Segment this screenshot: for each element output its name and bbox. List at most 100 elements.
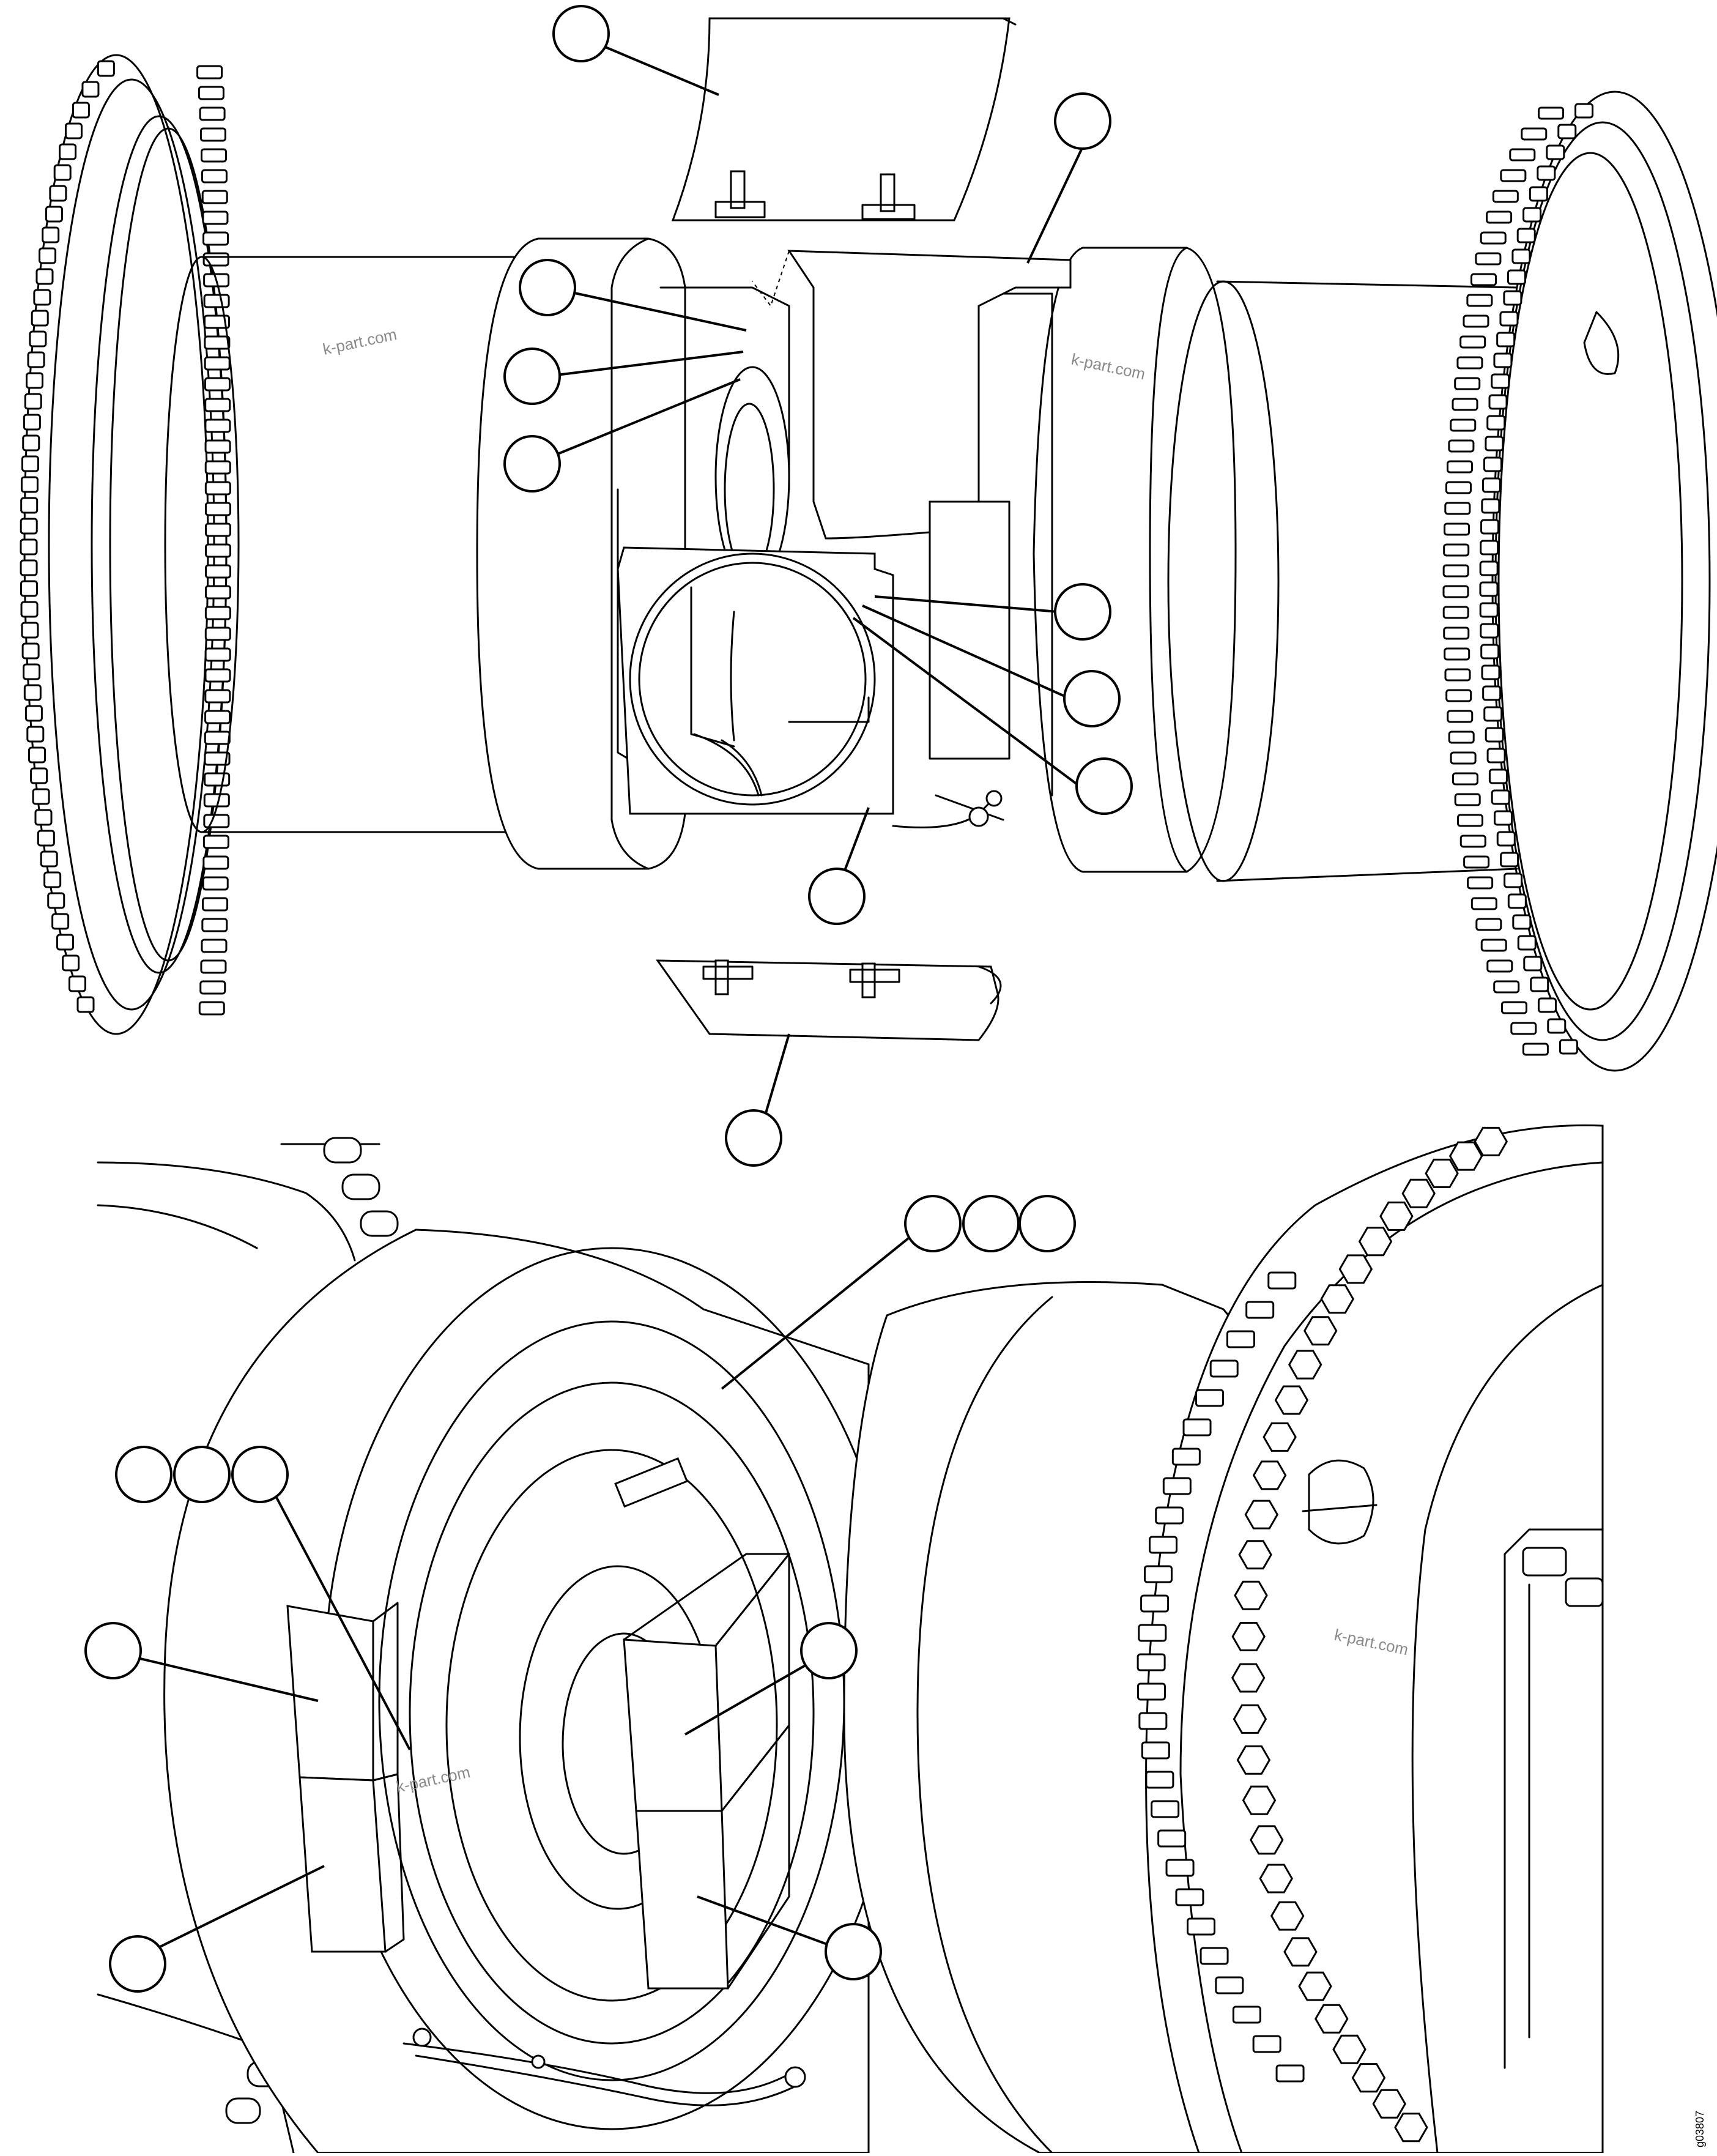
gear-tooth	[1444, 668, 1471, 682]
gear-tooth	[201, 918, 228, 932]
gear-tooth	[202, 876, 229, 891]
hex-bolt	[1332, 2034, 1367, 2064]
hex-bolt	[1283, 1937, 1318, 1967]
gear-tooth	[1232, 2005, 1261, 2024]
hex-bolt	[1244, 1500, 1279, 1530]
hex-bolt	[1351, 2063, 1386, 2093]
gear-tooth	[62, 954, 80, 972]
gear-tooth	[1488, 768, 1508, 784]
gear-tooth	[1252, 2035, 1281, 2053]
gear-tooth	[1442, 585, 1469, 598]
gear-tooth	[1143, 1565, 1173, 1583]
gear-tooth	[25, 372, 43, 389]
gear-tooth	[202, 210, 229, 225]
gear-tooth	[1507, 269, 1526, 285]
latch-icon	[861, 173, 916, 220]
gear-tooth	[21, 622, 39, 639]
gear-tooth	[39, 247, 57, 264]
gear-tooth	[1463, 855, 1490, 869]
gear-tooth	[1444, 522, 1470, 536]
gear-tooth	[1275, 2064, 1305, 2083]
gear-tooth	[1500, 169, 1527, 182]
gear-tooth	[1442, 564, 1469, 578]
gear-tooth	[204, 418, 231, 433]
gear-tooth	[37, 830, 55, 847]
gear-tooth	[20, 518, 38, 535]
gear-tooth	[1470, 897, 1497, 910]
gear-tooth	[1444, 647, 1470, 661]
gear-tooth	[1493, 352, 1513, 368]
upper-callouts	[503, 5, 1133, 1167]
gear-tooth	[1479, 581, 1499, 597]
gear-tooth	[204, 564, 231, 579]
callout-circle	[173, 1446, 231, 1503]
right-guard-lower	[635, 1724, 790, 1990]
gear-tooth	[1466, 294, 1493, 307]
gear-tooth	[51, 913, 70, 930]
hex-bolt	[1288, 1350, 1322, 1380]
gear-tooth	[81, 81, 100, 98]
gear-tooth	[204, 647, 231, 662]
gear-tooth	[1504, 872, 1523, 888]
gear-tooth	[204, 543, 231, 558]
gear-tooth	[1537, 165, 1556, 181]
callout-circle	[519, 259, 576, 316]
gear-tooth	[1503, 290, 1522, 306]
gear-tooth	[202, 835, 229, 849]
gear-tooth	[1538, 106, 1565, 120]
gear-tooth	[1482, 477, 1501, 493]
gear-tooth	[201, 169, 228, 184]
gear-tooth	[23, 414, 41, 431]
left-guard-lower	[299, 1773, 405, 1953]
gear-tooth	[1491, 373, 1510, 389]
gear-tooth	[204, 356, 231, 371]
gear-tooth	[204, 689, 231, 704]
hex-bolt	[1358, 1227, 1393, 1257]
lower-assembled-view: k-part.com k-part.com g03807	[84, 1124, 1706, 2154]
gear-tooth	[1467, 876, 1494, 890]
callout-circle	[115, 1446, 172, 1503]
gear-tooth	[196, 65, 223, 80]
gear-tooth	[20, 538, 38, 556]
left-axle-tube	[164, 256, 521, 833]
gear-tooth	[1157, 1829, 1187, 1848]
gear-tooth	[1445, 689, 1472, 702]
middle-shroud-plate	[752, 250, 1072, 540]
gear-tooth	[1448, 730, 1475, 744]
gear-tooth	[1447, 710, 1474, 723]
gear-tooth	[1140, 1594, 1170, 1613]
hex-bolt	[1236, 1745, 1271, 1775]
gear-tooth	[1482, 685, 1502, 701]
gear-tooth	[1175, 1888, 1204, 1906]
gear-tooth	[204, 751, 231, 766]
gear-tooth	[1486, 748, 1506, 764]
gear-tooth	[1454, 793, 1481, 806]
gear-tooth	[198, 86, 224, 100]
gear-tooth	[26, 726, 45, 743]
gear-tooth	[204, 502, 231, 516]
gear-tooth	[204, 626, 231, 641]
hex-bolt	[1474, 1126, 1508, 1156]
gear-tooth	[1446, 460, 1473, 474]
gear-tooth	[21, 455, 39, 472]
gear-tooth	[1480, 939, 1507, 952]
gear-tooth	[1507, 893, 1527, 909]
gear-tooth	[203, 314, 230, 329]
gear-tooth	[204, 606, 231, 620]
gear-tooth	[43, 871, 62, 888]
gear-tooth	[1450, 418, 1477, 432]
gear-tooth	[1155, 1506, 1184, 1525]
gear-tooth	[199, 106, 226, 121]
gear-tooth	[1496, 831, 1516, 847]
gear-tooth	[204, 481, 231, 496]
hex-bolt	[1242, 1785, 1277, 1815]
gear-tooth	[201, 148, 228, 163]
drawing-number: g03807	[1694, 2111, 1706, 2147]
gear-tooth	[1148, 1536, 1177, 1554]
gear-tooth	[1530, 976, 1549, 992]
hex-bolt	[1401, 1178, 1436, 1208]
callout-circle	[1054, 92, 1111, 150]
hex-bolt	[1298, 1971, 1332, 2001]
gear-tooth	[20, 559, 38, 576]
gear-tooth	[28, 746, 46, 764]
